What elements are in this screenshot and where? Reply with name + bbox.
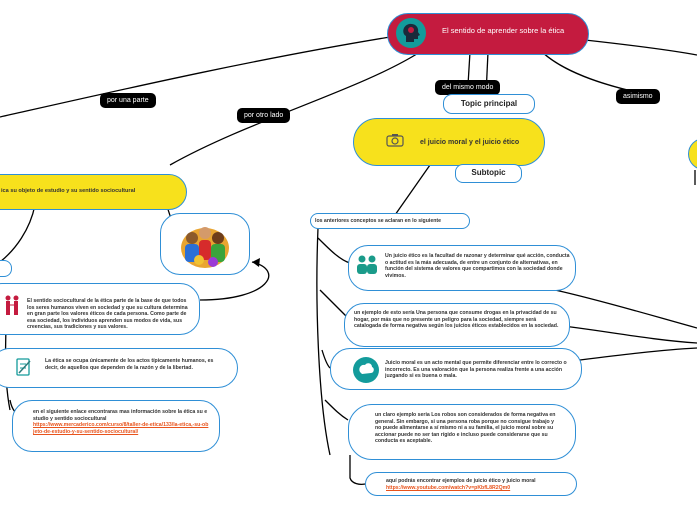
- juicio-etico-text: Un juicio ético es la facultad de razona…: [385, 253, 570, 279]
- anteriores-text: los anteriores conceptos se aclaran en l…: [315, 218, 441, 224]
- ejemplo-robos-node[interactable]: un claro ejemplo seria Los robos son con…: [348, 404, 576, 460]
- left-small-node[interactable]: [0, 260, 12, 277]
- youtube-content: aquí podrás encontrar ejemplos de juicio…: [386, 478, 576, 491]
- children-illustration: [179, 220, 231, 275]
- enlace-link[interactable]: https://www.mercaderico.com/curso/8/tall…: [33, 422, 209, 435]
- youtube-text: aquí podrás encontrar ejemplos de juicio…: [386, 478, 536, 484]
- ocupa-node[interactable]: La ética se ocupa únicamente de los acto…: [0, 348, 238, 388]
- label-del-mismo-modo: del mismo modo: [435, 80, 501, 95]
- topic-principal[interactable]: Topic principal: [443, 94, 535, 114]
- subtopic[interactable]: Subtopic: [455, 164, 522, 183]
- left-yellow-node[interactable]: ica su objeto de estudio y su sentido so…: [0, 174, 187, 210]
- anteriores-node[interactable]: los anteriores conceptos se aclaran en l…: [310, 213, 470, 229]
- people-scale-icon: [5, 295, 19, 322]
- root-title: El sentido de aprender sobre la ética: [442, 26, 565, 35]
- youtube-link[interactable]: https://www.youtube.com/watch?v=pKbfL8R2…: [386, 484, 511, 491]
- enlace-node[interactable]: en el siguiente enlace encontraras mas i…: [12, 400, 220, 452]
- children-image-node[interactable]: [160, 213, 250, 275]
- brain-icon: [353, 357, 379, 383]
- juicio-moral-text: Juicio moral es un acto mental que permi…: [385, 360, 567, 380]
- ocupa-text: La ética se ocupa únicamente de los acto…: [45, 358, 214, 371]
- ejemplo-drogas-text: un ejemplo de esto sería Una persona que…: [354, 310, 559, 330]
- checklist-icon: [15, 357, 33, 382]
- youtube-node[interactable]: aquí podrás encontrar ejemplos de juicio…: [365, 472, 577, 496]
- sociocultural-text: El sentido sociocultural de la ética par…: [27, 298, 188, 331]
- label-asimismo: asimismo: [616, 89, 660, 104]
- juicio-node[interactable]: el juicio moral y el juicio ético: [353, 118, 545, 166]
- people-icon: [355, 254, 379, 281]
- sociocultural-node[interactable]: El sentido sociocultural de la ética par…: [0, 283, 200, 335]
- ejemplo-drogas-node[interactable]: un ejemplo de esto sería Una persona que…: [344, 303, 570, 347]
- left-yellow-title: ica su objeto de estudio y su sentido so…: [1, 188, 136, 194]
- camera-icon: [386, 133, 404, 152]
- juicio-moral-node[interactable]: Juicio moral es un acto mental que permi…: [330, 348, 582, 390]
- enlace-content: en el siguiente enlace encontraras mas i…: [33, 409, 209, 435]
- enlace-text: en el siguiente enlace encontraras mas i…: [33, 409, 208, 422]
- root-node[interactable]: El sentido de aprender sobre la ética: [387, 13, 589, 55]
- label-por-una-parte: por una parte: [100, 93, 156, 108]
- juicio-title: el juicio moral y el juicio ético: [420, 139, 520, 146]
- head-heart-icon: [396, 18, 426, 48]
- juicio-etico-node[interactable]: Un juicio ético es la facultad de razona…: [348, 245, 576, 291]
- label-por-otro-lado: por otro lado: [237, 108, 291, 123]
- ejemplo-robos-text: un claro ejemplo seria Los robos son con…: [375, 412, 556, 445]
